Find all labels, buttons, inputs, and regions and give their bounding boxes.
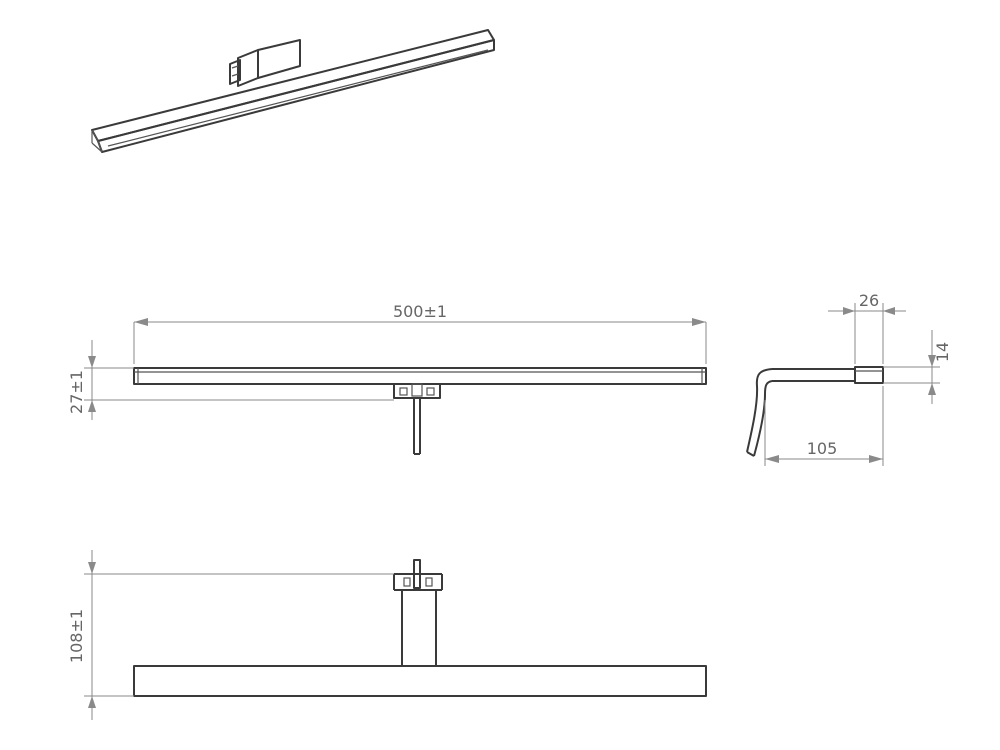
overall-length-label: 500±1 [393,302,447,321]
dimension-side-projection: 105 [764,386,884,466]
dimension-overall-length: 500±1 [133,302,707,364]
side-height-label: 14 [933,342,952,362]
side-view [746,366,884,457]
front-view [133,559,707,697]
arm-post [401,589,437,667]
side-projection-label: 105 [807,439,838,458]
top-view [133,367,707,455]
dimension-total-height: 108±1 [67,550,394,720]
side-depth-label: 26 [859,291,879,310]
dimension-bar-height: 27±1 [67,340,394,420]
dimension-side-depth: 26 [828,291,906,364]
dimension-side-height: 14 [883,330,952,404]
total-height-label: 108±1 [67,609,86,663]
isometric-view [91,29,495,153]
bar-height-label: 27±1 [67,370,86,414]
